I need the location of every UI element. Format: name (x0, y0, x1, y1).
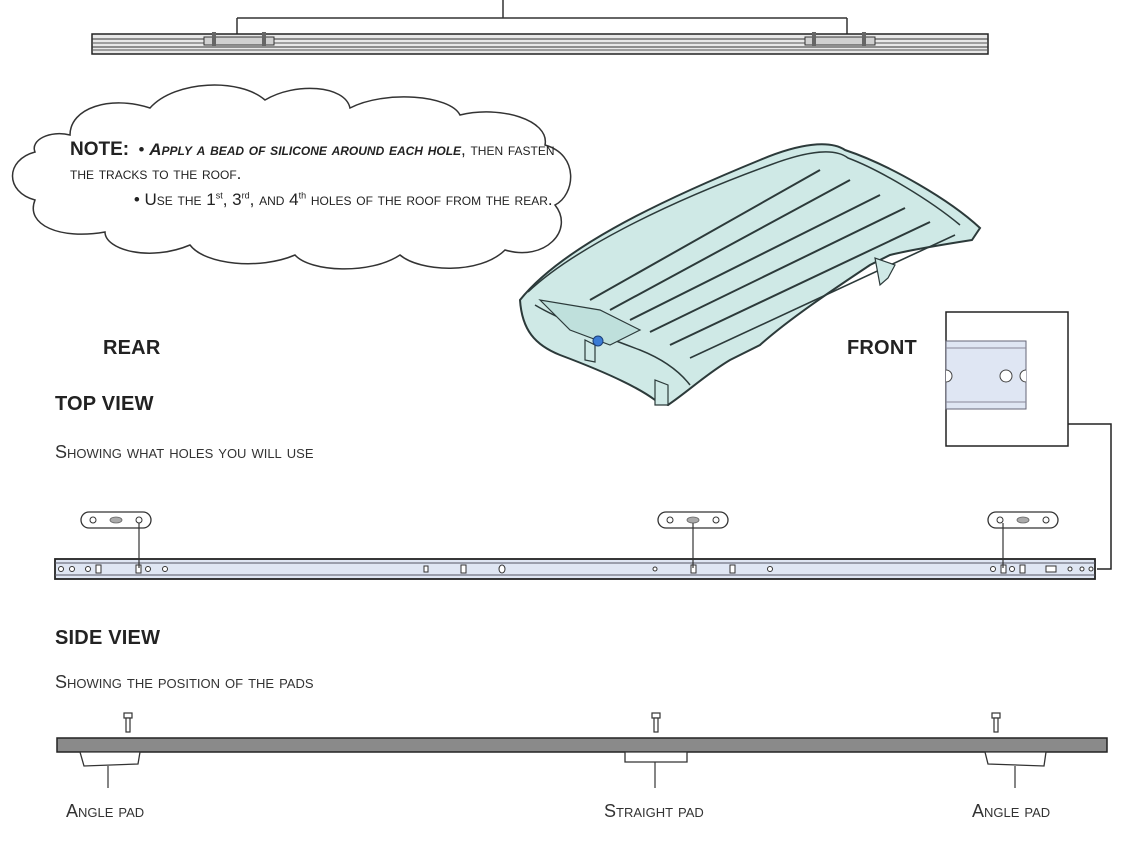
note-cloud (11, 84, 572, 270)
note-bullet1-emphasis: Apply a bead of silicone around each hol… (149, 140, 462, 159)
note-bullet2-sup1: st (215, 190, 223, 201)
top-view-track (54, 511, 1096, 580)
rear-label: REAR (103, 337, 161, 359)
roof-hole-marker (592, 335, 604, 347)
top-view-caption: Showing what holes you will use (55, 442, 314, 462)
pad-label-right: Angle pad (972, 801, 1051, 821)
note-bullet2-d: holes of the roof from the rear. (306, 190, 553, 209)
side-view-caption: Showing the position of the pads (55, 672, 314, 692)
top-rail (91, 0, 989, 55)
roof-illustration (518, 143, 982, 407)
note-bullet2-sup2: rd (241, 190, 250, 201)
pad-label-left: Angle pad (66, 801, 145, 821)
note-bullet2-c: , and 4 (249, 190, 299, 209)
note-bullet2-a: Use the 1 (144, 190, 216, 209)
note-bullet1-rest: , then fasten the tracks to the roof. (70, 140, 555, 183)
top-view-heading: TOP VIEW (55, 393, 154, 415)
pad-label-middle: Straight pad (604, 801, 704, 821)
note-bullet2-b: , 3 (222, 190, 242, 209)
front-label: FRONT (847, 337, 917, 359)
note-text: NOTE: • Apply a bead of silicone around … (70, 139, 555, 209)
note-label: NOTE: (70, 139, 130, 160)
note-bullet2-sup3: th (298, 190, 307, 201)
track-detail-box (945, 311, 1112, 570)
side-view-bar (56, 712, 1108, 788)
side-view-heading: SIDE VIEW (55, 627, 161, 649)
